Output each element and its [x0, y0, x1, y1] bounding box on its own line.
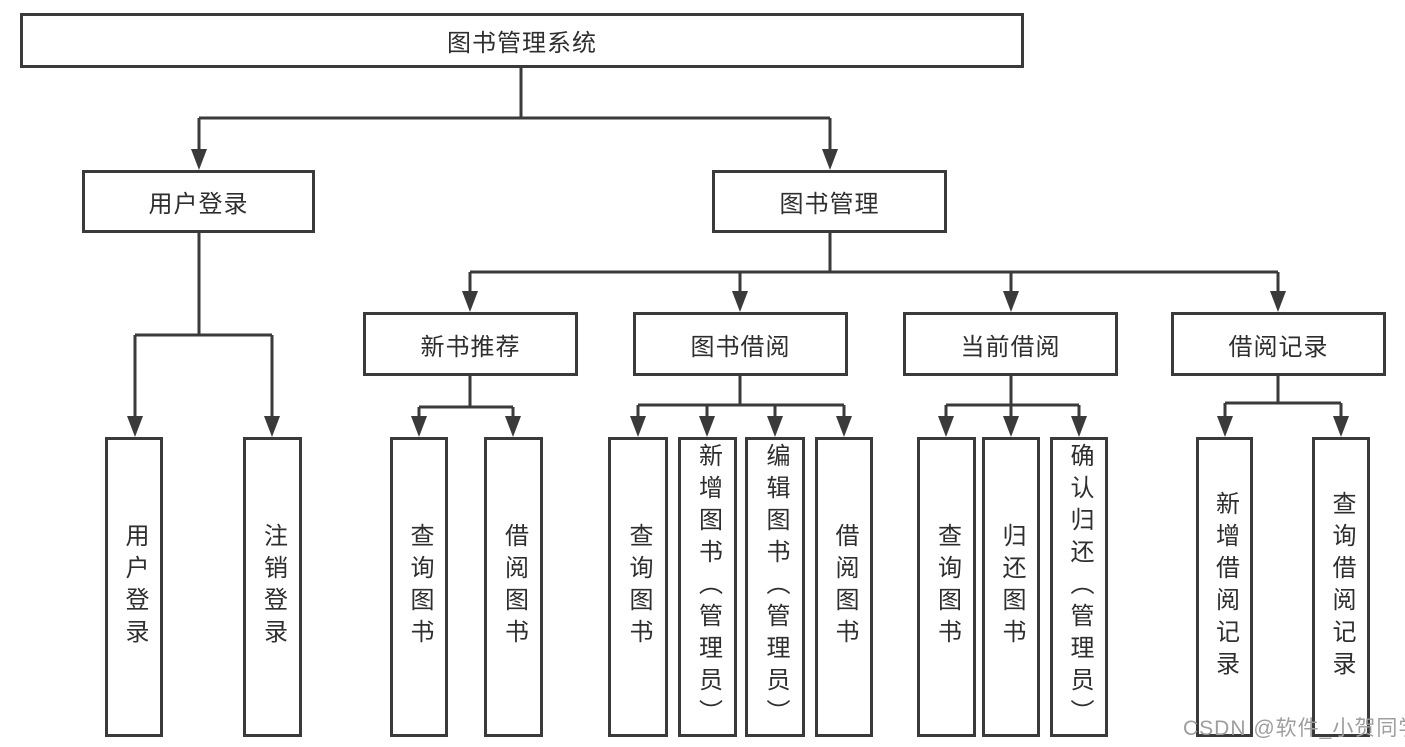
leaf-edit-books-admin: 编辑图书（管理员） — [745, 437, 805, 737]
node-borrowing-records: 借阅记录 — [1171, 312, 1386, 376]
leaf-confirm-return-admin: 确认归还（管理员） — [1050, 437, 1108, 737]
leaf-borrow-books-recommend: 借阅图书 — [484, 437, 543, 737]
leaf-query-books-recommend: 查询图书 — [390, 437, 448, 737]
leaf-user-login: 用户登录 — [105, 437, 163, 737]
node-root-label: 图书管理系统 — [447, 30, 597, 57]
watermark: CSDN @软件_小贺同学 — [1183, 717, 1405, 740]
node-borrowing-records-label: 借阅记录 — [1228, 333, 1329, 361]
node-new-book-recommend: 新书推荐 — [363, 312, 578, 376]
leaf-query-books-current: 查询图书 — [917, 437, 976, 737]
node-book-management: 图书管理 — [712, 170, 947, 233]
leaf-return-books-label: 归还图书 — [998, 523, 1025, 651]
leaf-return-books: 归还图书 — [982, 437, 1040, 737]
leaf-query-books-borrow: 查询图书 — [608, 437, 668, 737]
leaf-add-books-admin: 新增图书（管理员） — [678, 437, 737, 737]
leaf-query-books-recommend-label: 查询图书 — [406, 523, 433, 651]
node-user-login-label: 用户登录 — [148, 191, 249, 218]
leaf-borrow-books: 借阅图书 — [815, 437, 873, 737]
node-book-borrowing-label: 图书借阅 — [690, 333, 791, 361]
leaf-add-books-admin-label: 新增图书（管理员） — [694, 443, 722, 731]
leaf-query-books-current-label: 查询图书 — [933, 523, 961, 651]
leaf-add-borrow-record-label: 新增借阅记录 — [1211, 491, 1239, 683]
leaf-borrow-books-label: 借阅图书 — [831, 523, 858, 651]
node-new-book-recommend-label: 新书推荐 — [420, 333, 521, 361]
leaf-confirm-return-admin-label: 确认归还（管理员） — [1066, 443, 1093, 731]
node-book-management-label: 图书管理 — [779, 191, 880, 218]
node-current-borrowing-label: 当前借阅 — [960, 333, 1061, 361]
leaf-query-borrow-record-label: 查询借阅记录 — [1328, 491, 1355, 683]
node-book-borrowing: 图书借阅 — [633, 312, 848, 376]
node-current-borrowing: 当前借阅 — [903, 312, 1118, 376]
leaf-add-borrow-record: 新增借阅记录 — [1196, 437, 1253, 737]
leaf-user-login-label: 用户登录 — [121, 523, 148, 651]
leaf-borrow-books-recommend-label: 借阅图书 — [500, 523, 528, 651]
leaf-logout-label: 注销登录 — [259, 523, 287, 651]
node-root: 图书管理系统 — [20, 13, 1024, 68]
leaf-query-borrow-record: 查询借阅记录 — [1312, 437, 1370, 737]
leaf-edit-books-admin-label: 编辑图书（管理员） — [762, 443, 789, 731]
node-user-login: 用户登录 — [82, 170, 315, 233]
leaf-query-books-borrow-label: 查询图书 — [625, 523, 652, 651]
leaf-logout: 注销登录 — [243, 437, 302, 737]
